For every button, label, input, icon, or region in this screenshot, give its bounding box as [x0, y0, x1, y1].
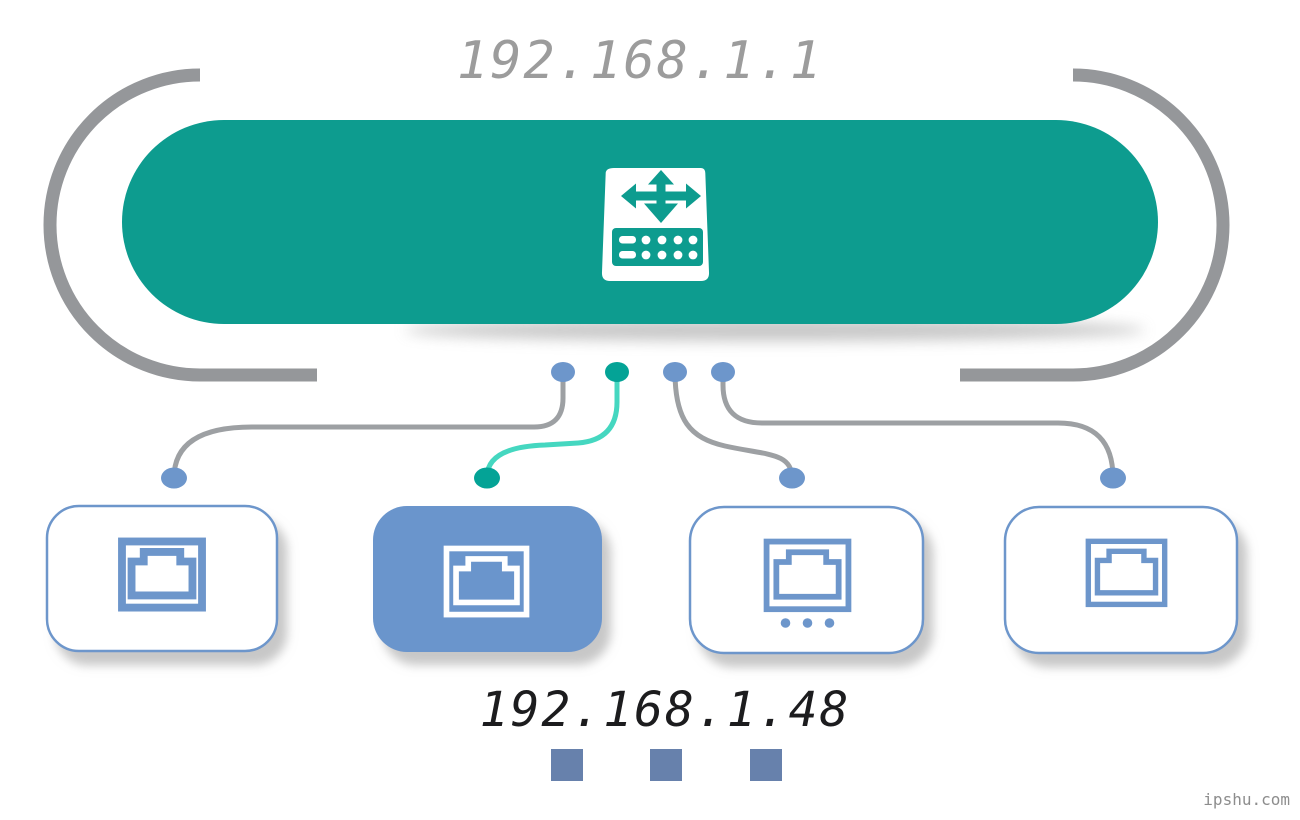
- device-ip-label: 192.168.1.48: [479, 682, 851, 738]
- ellipsis-dots-icon: [780, 618, 835, 628]
- device-dot-4: [1100, 467, 1126, 489]
- device-dot-1: [161, 467, 187, 489]
- frame-arc-left: [43, 68, 317, 382]
- router-ip-label: 192.168.1.1: [456, 31, 824, 91]
- cable-4: [720, 372, 1116, 479]
- footer-square-1: [551, 749, 583, 781]
- router-port-dot-2: [605, 362, 629, 382]
- footer-squares: [551, 749, 782, 781]
- switch-panel-leds: [619, 235, 698, 260]
- footer-square-3: [750, 749, 782, 781]
- device-card-3: [688, 505, 925, 655]
- four-way-arrow-icon: [621, 170, 701, 223]
- device-card-2-body: [373, 506, 602, 652]
- cable-3: [672, 371, 795, 479]
- router-capsule-shadow: [405, 319, 1145, 341]
- watermark: ipshu.com: [1203, 790, 1290, 809]
- router-port-dot-4: [711, 362, 735, 382]
- device-card-2: [373, 506, 602, 652]
- switch-front-panel: [612, 228, 703, 266]
- cable-1: [171, 372, 566, 479]
- frame-arc-right: [960, 68, 1230, 382]
- device-card-4: [1003, 505, 1239, 655]
- router-port-dot-3: [663, 362, 687, 382]
- device-card-3-body: [688, 505, 925, 655]
- cable-2: [484, 372, 620, 478]
- footer-square-2: [650, 749, 682, 781]
- device-card-1: [45, 504, 279, 653]
- device-card-1-body: [45, 504, 279, 653]
- router-port-dot-1: [551, 362, 575, 382]
- device-dot-2: [474, 467, 500, 489]
- network-switch-icon: [601, 168, 710, 281]
- device-card-4-body: [1003, 505, 1239, 655]
- device-dot-3: [779, 467, 805, 489]
